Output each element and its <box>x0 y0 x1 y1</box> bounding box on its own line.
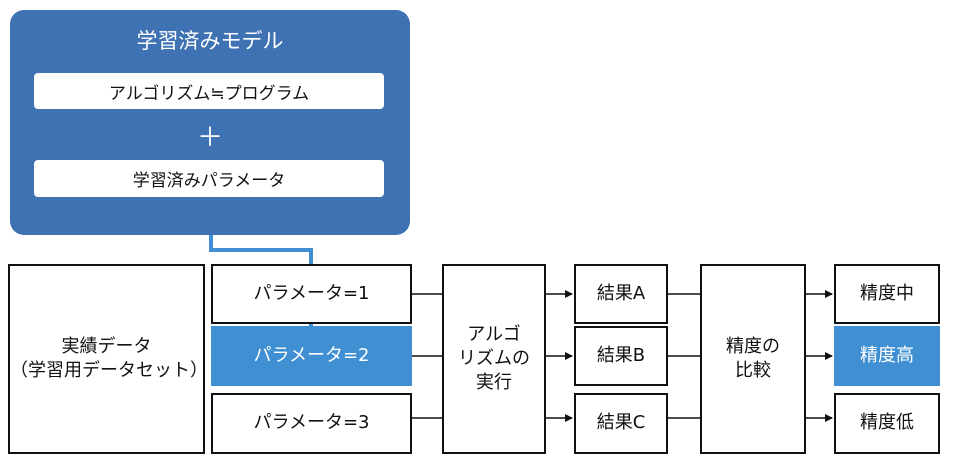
parameter-box-1: パラメータ=1 <box>211 264 412 324</box>
result-box-b: 結果B <box>574 326 668 386</box>
accuracy-comparison-line-1: 精度の <box>726 335 780 357</box>
result-box-a: 結果A <box>574 264 668 324</box>
accuracy-medium-box: 精度中 <box>834 264 940 324</box>
algorithm-execution-box: アルゴ リズムの 実行 <box>442 264 546 454</box>
result-box-c: 結果C <box>574 393 668 454</box>
plus-sign: ＋ <box>196 122 223 153</box>
accuracy-low-box: 精度低 <box>834 393 940 454</box>
parameter-box-3: パラメータ=3 <box>211 393 412 454</box>
algorithm-box: アルゴリズム≒プログラム <box>34 73 384 109</box>
trained-model-title: 学習済みモデル <box>136 29 284 53</box>
algorithm-execution-line-1: アルゴ <box>467 323 521 345</box>
actual-data-label: 実績データ <box>61 335 152 357</box>
algorithm-execution-line-3: 実行 <box>476 372 512 394</box>
trained-model-panel <box>10 10 410 235</box>
accuracy-comparison-box: 精度の 比較 <box>700 264 806 454</box>
accuracy-high-box: 精度高 <box>834 326 940 386</box>
algorithm-execution-line-2: リズムの <box>458 347 530 369</box>
accuracy-comparison-line-2: 比較 <box>735 360 771 381</box>
trained-parameters-box: 学習済みパラメータ <box>34 160 384 197</box>
parameter-box-2: パラメータ=2 <box>211 326 412 386</box>
training-dataset-label: （学習用データセット） <box>10 360 208 381</box>
actual-data-box: 実績データ （学習用データセット） <box>8 264 208 454</box>
